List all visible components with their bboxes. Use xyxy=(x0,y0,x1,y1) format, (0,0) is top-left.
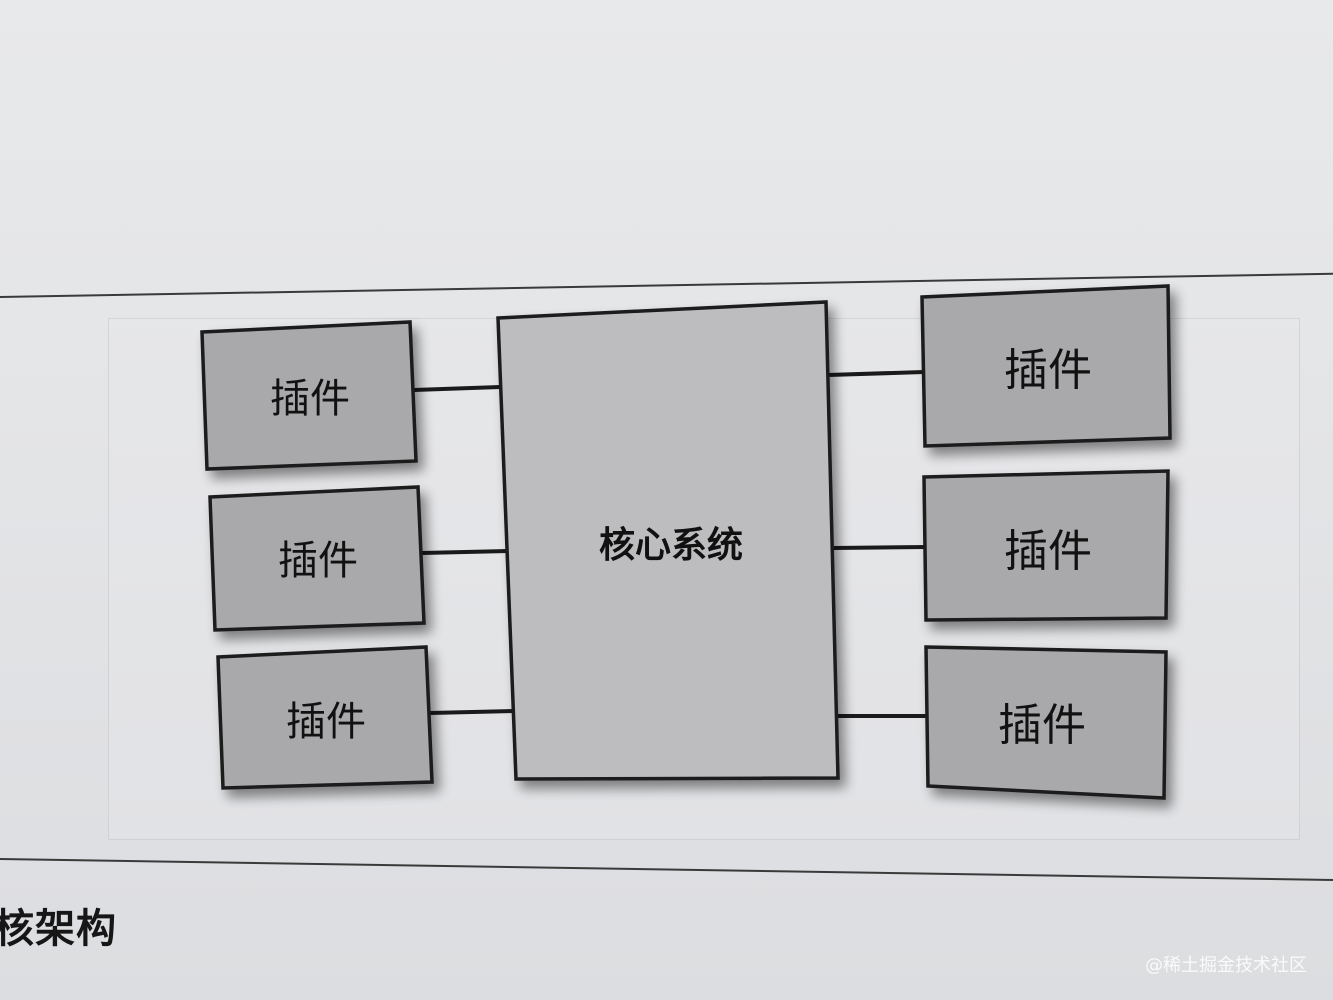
connector-right-1 xyxy=(827,370,925,377)
plugin-box-left-1: 插件 xyxy=(200,320,418,471)
plugin-box-right-3: 插件 xyxy=(924,645,1168,800)
connector-left-3 xyxy=(429,709,515,715)
connector-right-2 xyxy=(833,545,927,550)
figure-caption: 核架构 xyxy=(0,906,117,952)
watermark: @稀土掘金技术社区 xyxy=(1145,955,1307,976)
connector-left-1 xyxy=(413,385,501,392)
plugin-label: 插件 xyxy=(1004,345,1092,396)
plugin-box-left-2: 插件 xyxy=(208,485,426,632)
connector-left-2 xyxy=(421,549,509,555)
plugin-box-right-2: 插件 xyxy=(922,469,1170,622)
core-system-box: 核心系统 xyxy=(496,300,840,781)
plugin-label: 插件 xyxy=(278,538,358,584)
plugin-box-left-3: 插件 xyxy=(216,645,434,790)
plugin-label: 插件 xyxy=(1004,526,1092,577)
core-system-label: 核心系统 xyxy=(599,524,743,566)
plugin-label: 插件 xyxy=(286,699,366,745)
plugin-label: 插件 xyxy=(270,376,350,422)
plugin-label: 插件 xyxy=(998,700,1086,751)
plugin-box-right-1: 插件 xyxy=(920,284,1172,448)
